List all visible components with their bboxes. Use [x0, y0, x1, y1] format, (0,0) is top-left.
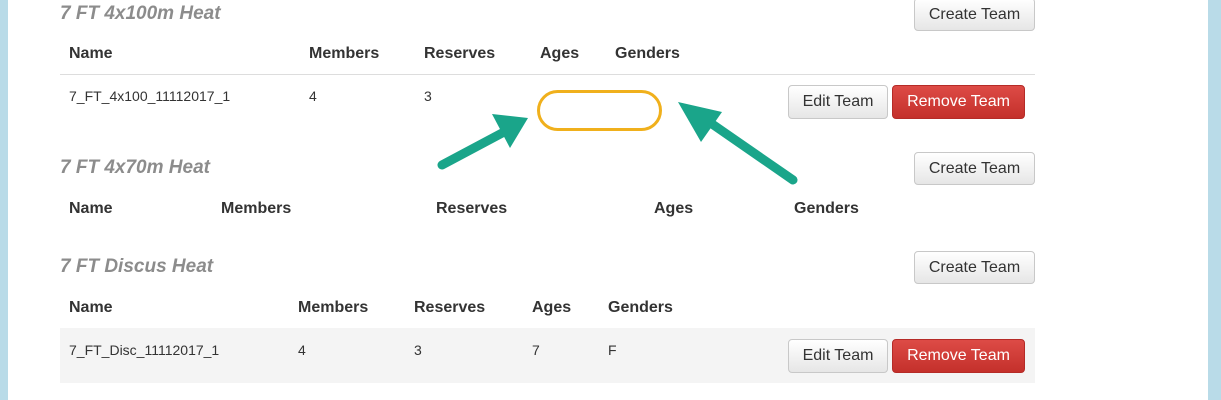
arrow-right-icon	[678, 102, 798, 185]
highlight-oval	[537, 90, 662, 131]
col-header-name: Name	[69, 299, 113, 316]
annotation-arrows	[437, 102, 798, 185]
col-header-reserves: Reserves	[436, 200, 508, 217]
members-cell: 4	[298, 342, 306, 358]
col-header-genders: Genders	[608, 299, 673, 316]
genders-cell: F	[608, 342, 617, 358]
remove-team-button[interactable]: Remove Team	[892, 339, 1025, 373]
reserves-cell: 3	[424, 88, 432, 104]
heat-title-discus: 7 FT Discus Heat	[60, 256, 214, 277]
col-header-reserves: Reserves	[424, 45, 496, 62]
remove-team-button[interactable]: Remove Team	[892, 85, 1025, 119]
col-header-members: Members	[298, 299, 369, 316]
ages-cell: 7	[532, 342, 540, 358]
col-header-members: Members	[221, 200, 292, 217]
col-header-ages: Ages	[654, 200, 694, 217]
edit-team-button[interactable]: Edit Team	[788, 85, 888, 119]
team-name-cell: 7_FT_Disc_11112017_1	[69, 342, 220, 358]
col-header-reserves: Reserves	[414, 299, 486, 316]
create-team-button-discus[interactable]: Create Team	[914, 251, 1035, 284]
members-cell: 4	[309, 88, 317, 104]
right-background-strip	[1208, 0, 1221, 400]
heat-title-4x100m: 7 FT 4x100m Heat	[60, 3, 221, 24]
col-header-name: Name	[69, 200, 113, 217]
edit-team-button[interactable]: Edit Team	[788, 339, 888, 373]
create-team-button-4x70m[interactable]: Create Team	[914, 152, 1035, 185]
col-header-ages: Ages	[532, 299, 572, 316]
col-header-members: Members	[309, 45, 380, 62]
col-header-ages: Ages	[540, 45, 580, 62]
arrow-left-icon	[437, 114, 528, 170]
team-name-cell: 7_FT_4x100_11112017_1	[69, 88, 231, 104]
left-background-strip	[0, 0, 8, 400]
create-team-button-4x100m[interactable]: Create Team	[914, 0, 1035, 31]
col-header-genders: Genders	[794, 200, 859, 217]
reserves-cell: 3	[414, 342, 422, 358]
heat-title-4x70m: 7 FT 4x70m Heat	[60, 157, 210, 178]
teams-panel: 7 FT 4x100m Heat Create Team Name Member…	[8, 0, 1208, 400]
table-header-divider	[60, 74, 1035, 75]
table-row: 7_FT_Disc_11112017_1 4 3 7 F Edit Team R…	[60, 328, 1035, 383]
col-header-genders: Genders	[615, 45, 680, 62]
col-header-name: Name	[69, 45, 113, 62]
